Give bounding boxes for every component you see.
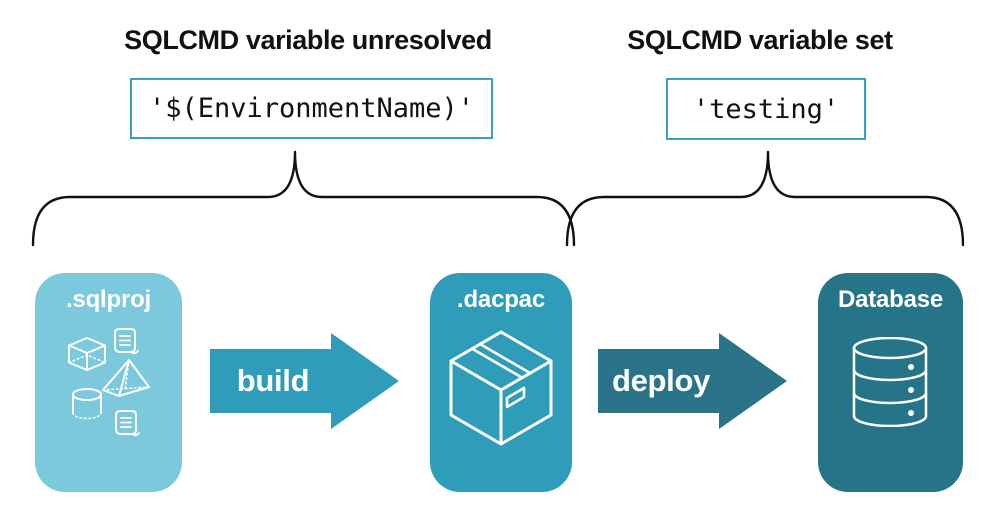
arrow-right-icon xyxy=(598,333,787,429)
value-box-unresolved: '$(EnvironmentName)' xyxy=(130,78,493,139)
script-scroll-icon xyxy=(115,410,140,437)
node-sqlproj-label: .sqlproj xyxy=(65,286,152,313)
value-box-set: 'testing' xyxy=(666,78,866,140)
cylinder-icon xyxy=(72,388,102,420)
deploy-arrow-label: deploy xyxy=(611,363,711,398)
database-icon xyxy=(852,337,928,427)
node-database-label: Database xyxy=(837,286,944,313)
node-dacpac-label: .dacpac xyxy=(457,286,545,313)
node-sqlproj: .sqlproj xyxy=(35,273,182,492)
curly-brace-left xyxy=(31,150,576,247)
pyramid-icon xyxy=(102,359,150,397)
heading-sqlcmd-unresolved: SQLCMD variable unresolved xyxy=(124,25,492,55)
sql-project-objects-icon xyxy=(68,328,150,437)
cube-icon xyxy=(68,337,106,371)
curly-brace-right xyxy=(565,150,965,247)
build-arrow: build xyxy=(210,333,399,429)
script-scroll-icon xyxy=(114,328,139,355)
arrow-right-icon xyxy=(210,333,399,429)
value-text-unresolved: '$(EnvironmentName)' xyxy=(148,93,475,124)
deploy-arrow: deploy xyxy=(598,333,787,429)
package-box-icon xyxy=(449,330,553,446)
curly-braces xyxy=(31,150,965,247)
value-text-set: 'testing' xyxy=(692,93,840,125)
node-database: Database xyxy=(818,273,963,492)
heading-sqlcmd-set: SQLCMD variable set xyxy=(627,25,893,55)
build-arrow-label: build xyxy=(236,363,310,398)
node-dacpac: .dacpac xyxy=(430,273,572,492)
